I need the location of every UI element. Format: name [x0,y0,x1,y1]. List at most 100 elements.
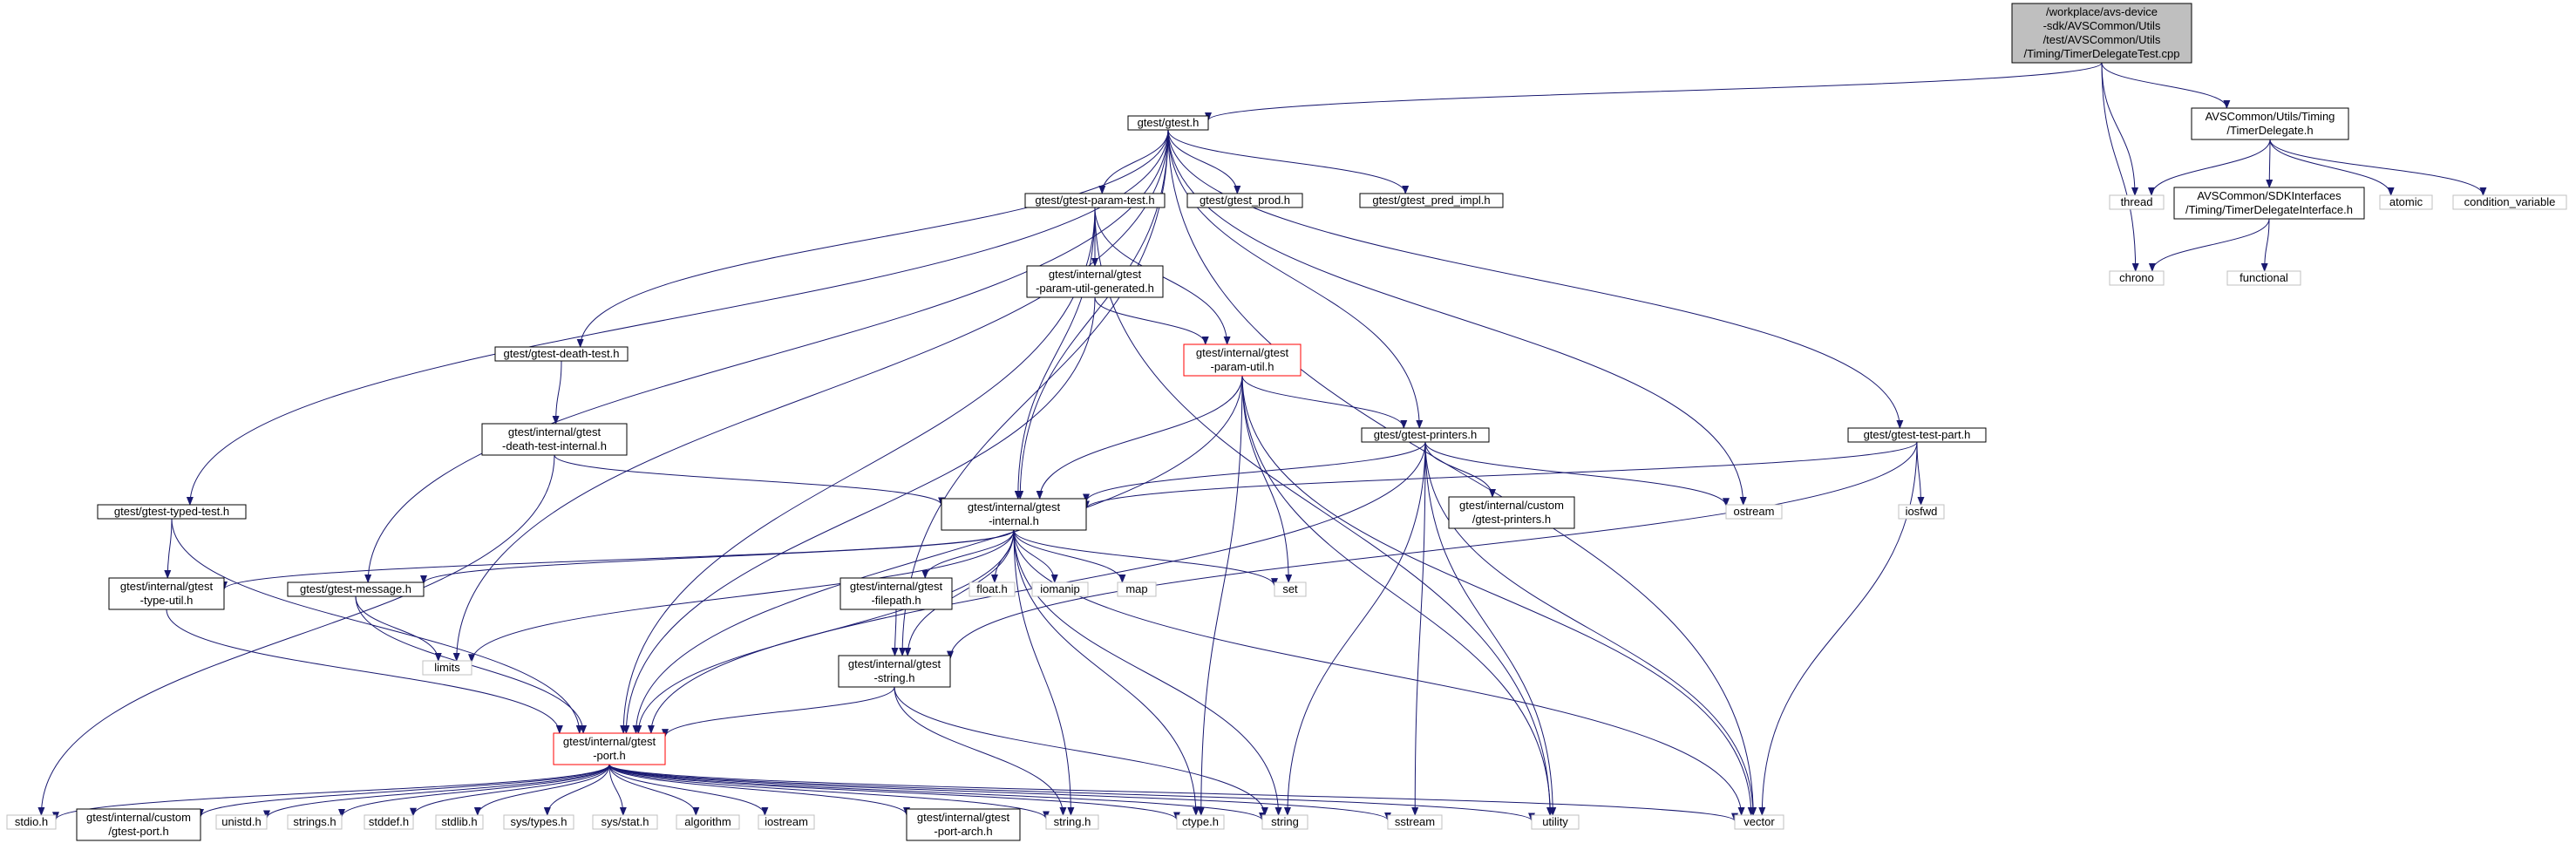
node-timerdel[interactable]: AVSCommon/Utils/Timing/TimerDelegate.h [2191,107,2349,140]
node-port[interactable]: gtest/internal/gtest-port.h [553,732,666,765]
edge-paramgen-to-port [622,296,1096,734]
node-box-ctype [1176,814,1225,830]
edge-port-to-custport [197,764,610,818]
edge-port-to-ctype [608,764,1180,821]
edge-internal-to-set [1013,529,1278,588]
edge-gtest-to-ostream [1167,129,1747,506]
edge-gtest-to-testpart [1167,129,1904,429]
node-ctype: ctype.h [1176,814,1225,830]
edge-internal-to-vector [1013,529,1745,816]
node-custprint[interactable]: gtest/internal/custom/gtest-printers.h [1448,496,1575,529]
node-label-timerdel: /TimerDelegate.h [2226,124,2313,137]
edge-testpart-to-iosfwd [1916,441,1925,506]
edge-root-to-chrono [2101,62,2139,272]
node-strings: strings.h [287,814,343,830]
node-box-stringh [1045,814,1099,830]
node-testpart[interactable]: gtest/gtest-test-part.h [1847,427,1987,443]
node-internal[interactable]: gtest/internal/gtest-internal.h [941,498,1087,531]
node-atomic: atomic [2379,194,2433,210]
node-box-iostream [758,814,815,830]
node-label-limits: limits [434,661,460,674]
edge-gtest-to-prod [1167,129,1241,194]
node-label-portarch: gtest/internal/gtest [917,811,1010,824]
edge-printers-to-string [1283,441,1426,816]
node-paramgen[interactable]: gtest/internal/gtest-param-util-generate… [1026,265,1164,298]
edge-testpart-to-vector [1758,441,1918,816]
node-box-string [1261,814,1308,830]
node-typedtest[interactable]: gtest/gtest-typed-test.h [97,504,247,520]
node-box-thread [2109,194,2165,210]
node-label-unistd: unistd.h [221,815,262,828]
edge-internal-to-stringh [1013,529,1075,816]
node-label-chrono: chrono [2119,271,2154,284]
node-label-vector: vector [1743,815,1775,828]
edge-port-to-sstream [608,764,1391,821]
node-label-stdlib: stdlib.h [441,815,477,828]
node-gtest[interactable]: gtest/gtest.h [1127,115,1209,131]
edge-gtest-to-gstring [899,129,1169,656]
node-filepath[interactable]: gtest/internal/gtest-filepath.h [839,577,953,610]
node-predimpl[interactable]: gtest/gtest_pred_impl.h [1359,193,1504,208]
edge-root-to-thread [2101,62,2138,196]
node-stringh: string.h [1045,814,1099,830]
edge-paramutil-to-internal [1036,375,1243,500]
node-box-portarch [906,808,1021,841]
edge-internal-to-iomanip [1013,529,1058,583]
edge-deathint-to-stdio [37,454,555,816]
node-label-paramgen: gtest/internal/gtest [1049,268,1142,281]
edge-internal-to-message [420,529,1015,584]
node-deathint[interactable]: gtest/internal/gtest-death-test-internal… [481,423,628,456]
node-box-printers [1361,427,1490,443]
node-message[interactable]: gtest/gtest-message.h [287,581,425,597]
node-prod[interactable]: gtest/gtest_prod.h [1186,193,1303,208]
node-paramutil[interactable]: gtest/internal/gtest-param-util.h [1183,343,1302,377]
edge-gtest-to-deathtest [576,129,1169,348]
node-deathtest[interactable]: gtest/gtest-death-test.h [494,346,629,362]
node-label-tdiface: /Timing/TimerDelegateInterface.h [2185,203,2353,216]
node-gstring[interactable]: gtest/internal/gtest-string.h [838,655,951,688]
node-sstream: sstream [1387,814,1443,830]
node-box-strings [287,814,343,830]
node-box-sstream [1387,814,1443,830]
edge-deathint-to-internal [554,454,945,507]
edge-port-to-sysstat [608,764,627,816]
node-box-chrono [2109,270,2165,286]
edge-timerdel-to-tdiface [2266,139,2274,188]
edge-gtest-to-paramtest [1098,129,1169,194]
edge-port-to-string [608,764,1266,821]
node-root[interactable]: /workplace/avs-device-sdk/AVSCommon/Util… [2011,3,2192,64]
edge-internal-to-port [635,529,1015,734]
edge-paramutil-to-set [1241,375,1293,583]
node-portarch[interactable]: gtest/internal/gtest-port-arch.h [906,808,1021,841]
node-label-stddef: stddef.h [369,815,409,828]
edge-port-to-algorithm [608,764,700,816]
node-box-iosfwd [1898,504,1945,520]
edge-printers-to-internal [1083,441,1426,503]
node-label-systypes: sys/types.h [510,815,567,828]
node-typeutil[interactable]: gtest/internal/gtest-type-util.h [108,577,225,610]
node-box-port [553,732,666,765]
edge-printers-to-ostream [1424,441,1730,507]
node-label-stdio: stdio.h [15,815,48,828]
edge-internal-to-map [1013,529,1126,583]
node-printers[interactable]: gtest/gtest-printers.h [1361,427,1490,443]
node-utility: utility [1531,814,1580,830]
node-custport[interactable]: gtest/internal/custom/gtest-port.h [76,808,201,841]
edge-port-to-utility [608,764,1535,822]
node-paramtest[interactable]: gtest/gtest-param-test.h [1024,193,1166,208]
node-box-gstring [838,655,951,688]
node-tdiface[interactable]: AVSCommon/SDKInterfaces/Timing/TimerDele… [2173,187,2365,220]
edge-paramtest-to-port [620,207,1096,734]
node-label-condvar: condition_variable [2464,195,2556,208]
node-map: map [1117,581,1157,597]
node-ostream: ostream [1725,504,1783,520]
edge-paramutil-to-port [632,375,1243,734]
edge-typedtest-to-typeutil [164,518,173,579]
node-box-custprint [1448,496,1575,529]
node-label-root: -sdk/AVSCommon/Utils [2043,19,2161,32]
edge-paramutil-to-utility [1241,375,1554,816]
edges-layer [37,62,2487,822]
edge-port-to-stringh [608,764,1050,820]
edge-paramgen-to-paramutil [1094,296,1209,345]
